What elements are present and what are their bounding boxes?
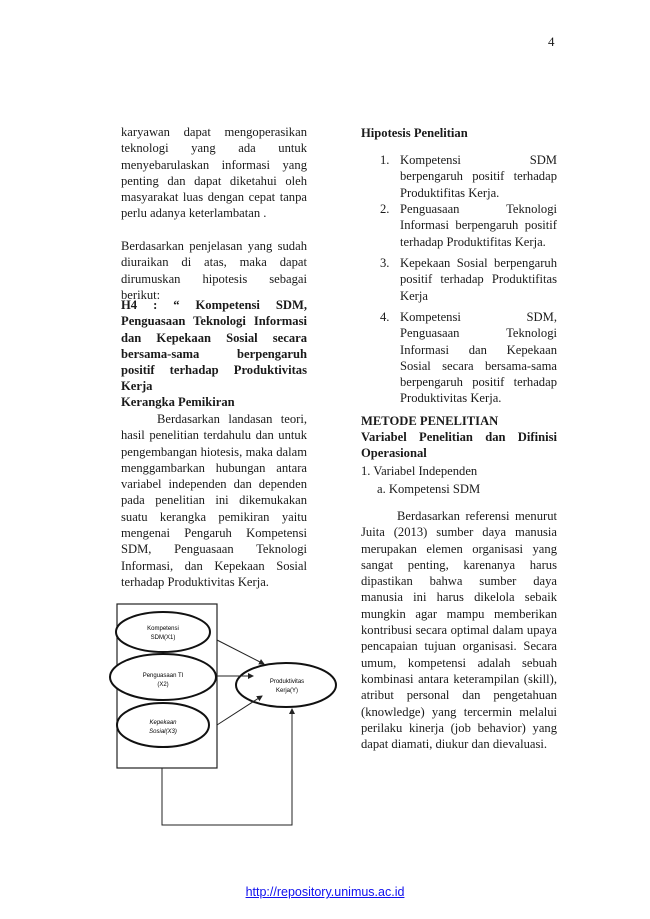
paragraph: Berdasarkan referensi menurut Juita (201… [361, 509, 557, 752]
subheading: a. Kompetensi SDM [377, 482, 481, 496]
subsection-heading: Variabel Penelitian dan Difinisi Operasi… [361, 430, 557, 461]
node-x3 [116, 702, 210, 748]
list-item: 2.Penguasaan Teknologi Informasi berpeng… [380, 202, 557, 249]
arrow-joint-y [161, 708, 295, 826]
x2-label: Penguasaan TI [143, 673, 184, 679]
page-number: 4 [548, 34, 555, 49]
section-heading: Kerangka Pemikiran [121, 395, 235, 409]
section-heading: METODE PENELITIAN [361, 414, 499, 428]
node-x2 [109, 653, 217, 701]
x1-label: SDM(X1) [151, 635, 176, 641]
y-label: Kerja(Y) [276, 688, 298, 694]
arrow-x3-y [216, 695, 263, 726]
paragraph: Berdasarkan penjelasan yang sudah diurai… [121, 239, 307, 302]
paragraph: Berdasarkan landasan teori, hasil peneli… [121, 412, 307, 589]
x3-label: Kepekaan [149, 720, 177, 726]
y-label: Produktivitas [270, 679, 304, 685]
node-x1 [115, 611, 211, 653]
node-y [235, 662, 337, 708]
hypothesis-h4: H4 : “ Kompetensi SDM, Penguasaan Teknol… [121, 298, 307, 394]
x2-label: (X2) [157, 682, 168, 688]
paragraph: karyawan dapat mengoperasikan teknologi … [121, 125, 307, 221]
subheading: 1. Variabel Independen [361, 464, 478, 478]
x1-label: Kompetensi [147, 626, 179, 632]
list-item: 3.Kepekaan Sosial berpengaruh positif te… [380, 256, 557, 303]
arrow-x1-y [216, 639, 265, 665]
list-item: 1.Kompetensi SDM berpengaruh positif ter… [380, 153, 557, 200]
list-item: 4.Kompetensi SDM, Penguasaan Teknologi I… [380, 310, 557, 406]
repository-link[interactable]: http://repository.unimus.ac.id [245, 885, 405, 899]
x3-label: Sosial(X3) [149, 729, 177, 735]
section-heading: Hipotesis Penelitian [361, 126, 468, 140]
